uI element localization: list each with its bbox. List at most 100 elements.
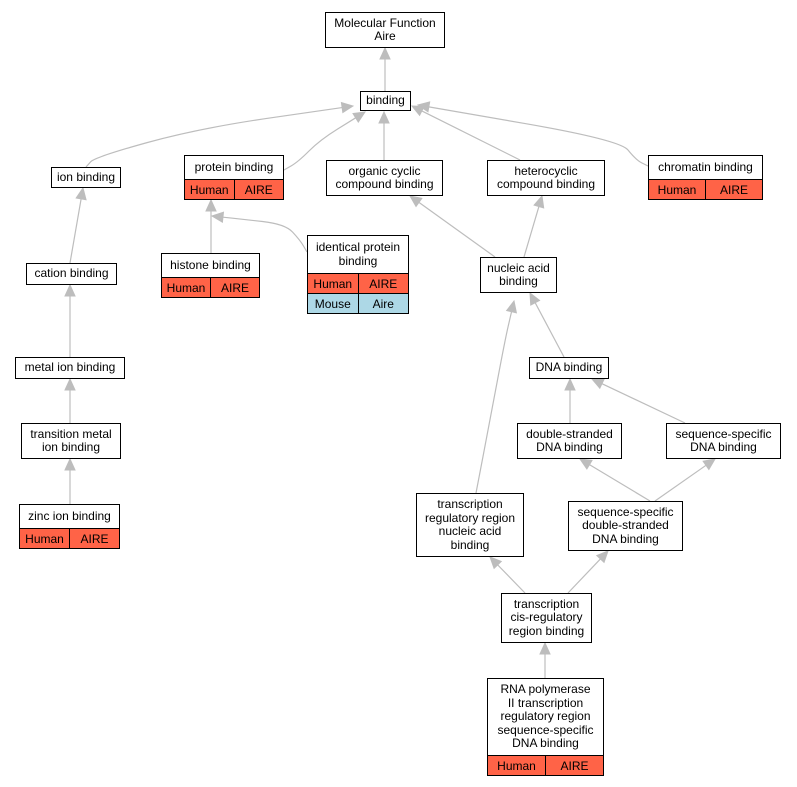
gene-cell: AIRE: [233, 180, 284, 199]
edge-line: [428, 106, 649, 167]
edge-line: [283, 117, 356, 171]
arrowhead: [75, 186, 87, 201]
species-cell: Human: [497, 758, 536, 773]
go-term-label: zinc ion binding: [28, 508, 111, 523]
species-cell: Mouse: [314, 296, 351, 311]
go-term-node[interactable]: nucleic acid binding: [480, 257, 557, 293]
arrowhead: [210, 211, 225, 223]
go-term-node[interactable]: organic cyclic compound binding: [326, 160, 443, 196]
edge-line: [567, 558, 601, 594]
go-term-node[interactable]: ion binding: [51, 167, 121, 188]
gene-cell: AIRE: [705, 180, 762, 199]
annotation-row-human[interactable]: Human AIRE: [162, 277, 259, 297]
annotation-row-mouse[interactable]: Mouse Aire: [308, 293, 408, 313]
go-term-label: transcription cis-regulatory region bind…: [508, 596, 585, 638]
gene-cell: AIRE: [210, 278, 259, 297]
go-term-label: organic cyclic compound binding: [335, 163, 434, 191]
edge-line: [421, 110, 521, 161]
species-cell: Human: [313, 276, 353, 291]
arrowhead: [410, 105, 425, 117]
arrowhead: [205, 198, 217, 212]
species-cell: Human: [166, 280, 206, 295]
go-term-node[interactable]: sequence-specific DNA binding: [666, 423, 781, 459]
arrowhead: [64, 457, 76, 471]
go-term-label: sequence-specific DNA binding: [675, 426, 772, 454]
edge-line: [85, 106, 343, 168]
go-term-label: heterocyclic compound binding: [496, 163, 596, 191]
edge-line: [69, 198, 82, 264]
edge-line: [534, 302, 565, 358]
edge-line: [523, 206, 540, 258]
species-cell: Human: [657, 182, 697, 197]
go-term-label: histone binding: [170, 257, 251, 272]
arrowhead: [539, 641, 551, 655]
edge-line: [497, 564, 526, 594]
arrowhead: [702, 458, 716, 471]
go-term-node[interactable]: cation binding: [26, 263, 117, 285]
go-term-label: identical protein binding: [315, 240, 401, 268]
go-term-label: metal ion binding: [24, 360, 116, 375]
annotation-row-human[interactable]: Human AIRE: [308, 273, 408, 293]
arrowhead: [378, 110, 390, 124]
go-term-label: protein binding: [194, 159, 274, 174]
arrowhead: [590, 378, 605, 390]
go-term-label: binding: [366, 93, 405, 108]
go-term-node[interactable]: transition metal ion binding: [21, 423, 121, 459]
arrowhead: [64, 283, 76, 297]
gene-cell: AIRE: [69, 529, 119, 548]
go-term-node[interactable]: Molecular Function Aire: [325, 12, 445, 48]
edge-line: [601, 383, 686, 424]
annotation-row-human[interactable]: Human AIRE: [649, 179, 762, 199]
gene-cell: AIRE: [357, 274, 409, 293]
go-term-node[interactable]: transcription regulatory region nucleic …: [416, 493, 524, 557]
annotation-row-human[interactable]: Human AIRE: [488, 755, 603, 775]
arrowhead: [64, 377, 76, 391]
go-term-label: transcription regulatory region nucleic …: [424, 497, 516, 552]
arrowhead: [416, 101, 431, 113]
go-term-node[interactable]: double-stranded DNA binding: [517, 423, 622, 459]
go-term-label: DNA binding: [535, 360, 603, 375]
arrowhead: [533, 194, 545, 209]
go-term-node[interactable]: metal ion binding: [15, 357, 125, 379]
go-term-node[interactable]: RNA polymerase II transcription regulato…: [487, 678, 604, 776]
species-cell: Human: [25, 531, 64, 546]
arrowhead: [379, 46, 391, 60]
go-term-label: RNA polymerase II transcription regulato…: [497, 682, 594, 751]
arrowhead: [505, 299, 518, 314]
arrowhead: [409, 195, 423, 208]
edge-line: [418, 201, 496, 258]
go-term-label: sequence-specific double-stranded DNA bi…: [577, 504, 674, 546]
arrowhead: [529, 291, 541, 306]
edge-line: [589, 464, 651, 502]
arrowhead: [340, 101, 355, 114]
arrowhead: [489, 556, 503, 570]
go-term-label: chromatin binding: [658, 159, 753, 174]
edge-line: [222, 216, 308, 253]
go-term-node[interactable]: transcription cis-regulatory region bind…: [501, 593, 592, 643]
arrowhead: [578, 458, 593, 470]
species-cell: Human: [189, 182, 229, 197]
go-term-label: cation binding: [34, 266, 109, 281]
annotation-row-human[interactable]: Human AIRE: [20, 528, 119, 548]
go-term-label: nucleic acid binding: [487, 260, 550, 288]
edge-line: [475, 311, 513, 494]
go-term-node[interactable]: binding: [360, 91, 411, 111]
go-term-node[interactable]: sequence-specific double-stranded DNA bi…: [568, 501, 683, 551]
annotation-row-human[interactable]: Human AIRE: [185, 179, 283, 199]
edge-line: [654, 464, 707, 502]
arrowhead: [352, 111, 367, 123]
gene-cell: Aire: [357, 294, 409, 313]
go-term-label: ion binding: [56, 169, 116, 184]
go-term-node[interactable]: DNA binding: [529, 357, 609, 379]
go-term-label: double-stranded DNA binding: [526, 426, 613, 454]
gene-cell: AIRE: [545, 756, 603, 775]
go-term-node[interactable]: heterocyclic compound binding: [487, 160, 605, 196]
arrowhead: [564, 377, 576, 391]
